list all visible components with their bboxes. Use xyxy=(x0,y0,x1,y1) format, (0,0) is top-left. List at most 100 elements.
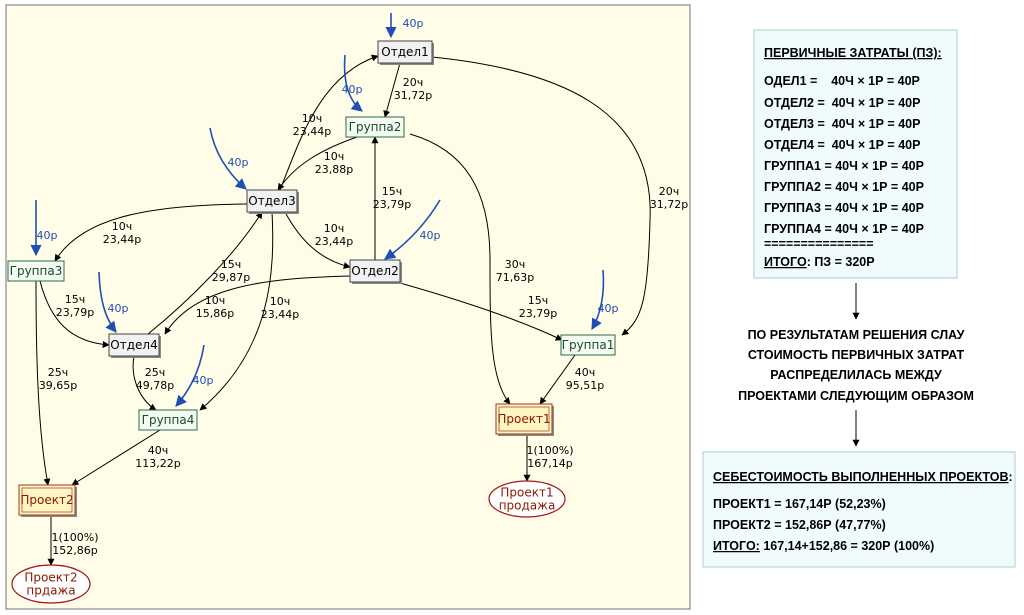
inflow-otdel1: 40р xyxy=(385,13,424,39)
edge-label: 1(100%) xyxy=(526,444,573,457)
node-proekt1[interactable]: Проект1 xyxy=(495,403,554,436)
inflow-label: 40р xyxy=(403,17,424,30)
inflow-otdel4: 40р xyxy=(98,271,129,333)
node-otdel1[interactable]: Отдел1 xyxy=(377,40,434,65)
node-label: Проект1 xyxy=(497,412,550,426)
node-shape xyxy=(495,403,553,435)
edge-label: 15ч xyxy=(528,294,549,307)
project-costs-title-text: СЕБЕСТОИМОСТЬ ВЫПОЛНЕННЫХ ПРОЕКТОВ xyxy=(713,470,1009,484)
project-cost-row: ПРОЕКТ1 = 167,14Р (52,23%) xyxy=(713,497,886,511)
node-gruppa2[interactable]: Группа2 xyxy=(345,116,405,138)
edge-label: 10ч xyxy=(324,150,345,163)
node-shape xyxy=(560,334,616,356)
edge-label: 23,44р xyxy=(103,233,141,246)
conclusion-line: СТОИМОСТЬ ПЕРВИЧНЫХ ЗАТРАТ xyxy=(748,348,965,362)
edge-label: 30ч xyxy=(505,258,526,271)
node-inner-border xyxy=(498,406,550,432)
edge-label: 31,72р xyxy=(650,198,688,211)
edge-label: 29,87р xyxy=(212,271,250,284)
edge-label: 10ч xyxy=(270,295,291,308)
edge-line xyxy=(54,203,248,262)
edge-label: 15ч xyxy=(221,258,242,271)
edge-label: 152,86р xyxy=(52,544,97,557)
edge-line xyxy=(539,354,576,405)
node-proekt2[interactable]: Проект2 xyxy=(18,484,77,517)
node-shape xyxy=(7,260,65,282)
inflow-otdel3: 40р xyxy=(209,127,249,190)
node-otdel4[interactable]: Отдел4 xyxy=(108,333,161,358)
edge-label: 113,22р xyxy=(135,457,180,470)
primary-costs-total-value: : ПЗ = 320Р xyxy=(807,255,875,269)
primary-cost-row: ГРУППА1 = 40Ч × 1Р = 40Р xyxy=(764,159,924,173)
node-label: Группа3 xyxy=(10,264,63,278)
node-gruppa3[interactable]: Группа3 xyxy=(7,260,65,282)
primary-cost-row: ОТДЕЛ4 = 40Ч × 1Р = 40Р xyxy=(764,138,920,152)
edge-line xyxy=(279,54,379,191)
edge-label: 23,44р xyxy=(315,235,353,248)
node-shape xyxy=(11,564,91,604)
edge-line xyxy=(284,211,351,269)
edge-label: 95,51р xyxy=(566,379,604,392)
inflow-arrow xyxy=(591,269,605,330)
node-shape xyxy=(138,409,198,431)
node-label: Отдел4 xyxy=(110,338,157,352)
node-label: Отдел3 xyxy=(248,194,295,208)
node-shape xyxy=(349,259,401,283)
edge-label: 10ч xyxy=(205,294,226,307)
edge-label: 1(100%) xyxy=(51,531,98,544)
inflow-label: 40р xyxy=(598,302,619,315)
edge-label: 10ч xyxy=(324,222,345,235)
primary-cost-row: ОДЕЛ1 = 40Ч × 1Р = 40Р xyxy=(764,74,920,88)
node-label: Отдел1 xyxy=(381,45,428,59)
edge-label: 10ч xyxy=(302,112,323,125)
conclusion-text: ПО РЕЗУЛЬТАТАМ РЕШЕНИЯ СЛАУ СТОИМОСТЬ ПЕ… xyxy=(738,328,974,403)
inflow-arrow xyxy=(384,199,441,260)
edge-line xyxy=(39,280,110,349)
node-otdel3[interactable]: Отдел3 xyxy=(246,189,299,214)
primary-costs-panel-box xyxy=(753,29,958,279)
conclusion-line: РАСПРЕДЕЛИЛАСЬ МЕЖДУ xyxy=(770,368,942,382)
edge-label: 167,14р xyxy=(527,457,572,470)
edge-label: 23,44р xyxy=(293,125,331,138)
inflow-label: 40р xyxy=(108,302,129,315)
edge-label: 49,78р xyxy=(136,379,174,392)
node-label: продажа xyxy=(499,499,556,513)
project-costs-title: СЕБЕСТОИМОСТЬ ВЫПОЛНЕННЫХ ПРОЕКТОВ: xyxy=(713,470,1013,484)
node-shape xyxy=(488,480,566,518)
node-shape xyxy=(18,484,76,516)
node-gruppa1[interactable]: Группа1 xyxy=(560,334,616,356)
primary-cost-row: ГРУППА3 = 40Ч × 1Р = 40Р xyxy=(764,201,924,215)
node-gruppa4[interactable]: Группа4 xyxy=(138,409,198,431)
inflow-label: 40р xyxy=(228,156,249,169)
edge-line xyxy=(399,282,563,341)
primary-costs-panel: ПЕРВИЧНЫЕ ЗАТРАТЫ (ПЗ): ОДЕЛ1 = 40Ч × 1Р… xyxy=(753,29,958,279)
edge-line xyxy=(199,211,274,411)
inflow-arrow xyxy=(175,344,205,407)
project-costs-panel: СЕБЕСТОИМОСТЬ ВЫПОЛНЕННЫХ ПРОЕКТОВ: ПРОЕ… xyxy=(702,451,1016,568)
node-label: Проект1 xyxy=(500,486,553,500)
edge-label: 23,79р xyxy=(519,307,557,320)
node-otdel2[interactable]: Отдел2 xyxy=(349,259,402,284)
inflow-label: 40р xyxy=(342,83,363,96)
edge-label: 15ч xyxy=(65,293,86,306)
inflow-arrow xyxy=(343,54,363,112)
edge-label: 25ч xyxy=(48,366,69,379)
edge-label: 23,88р xyxy=(315,163,353,176)
primary-cost-row: ОТДЕЛ2 = 40Ч × 1Р = 40Р xyxy=(764,96,920,110)
inflow-label: 40р xyxy=(420,229,441,242)
